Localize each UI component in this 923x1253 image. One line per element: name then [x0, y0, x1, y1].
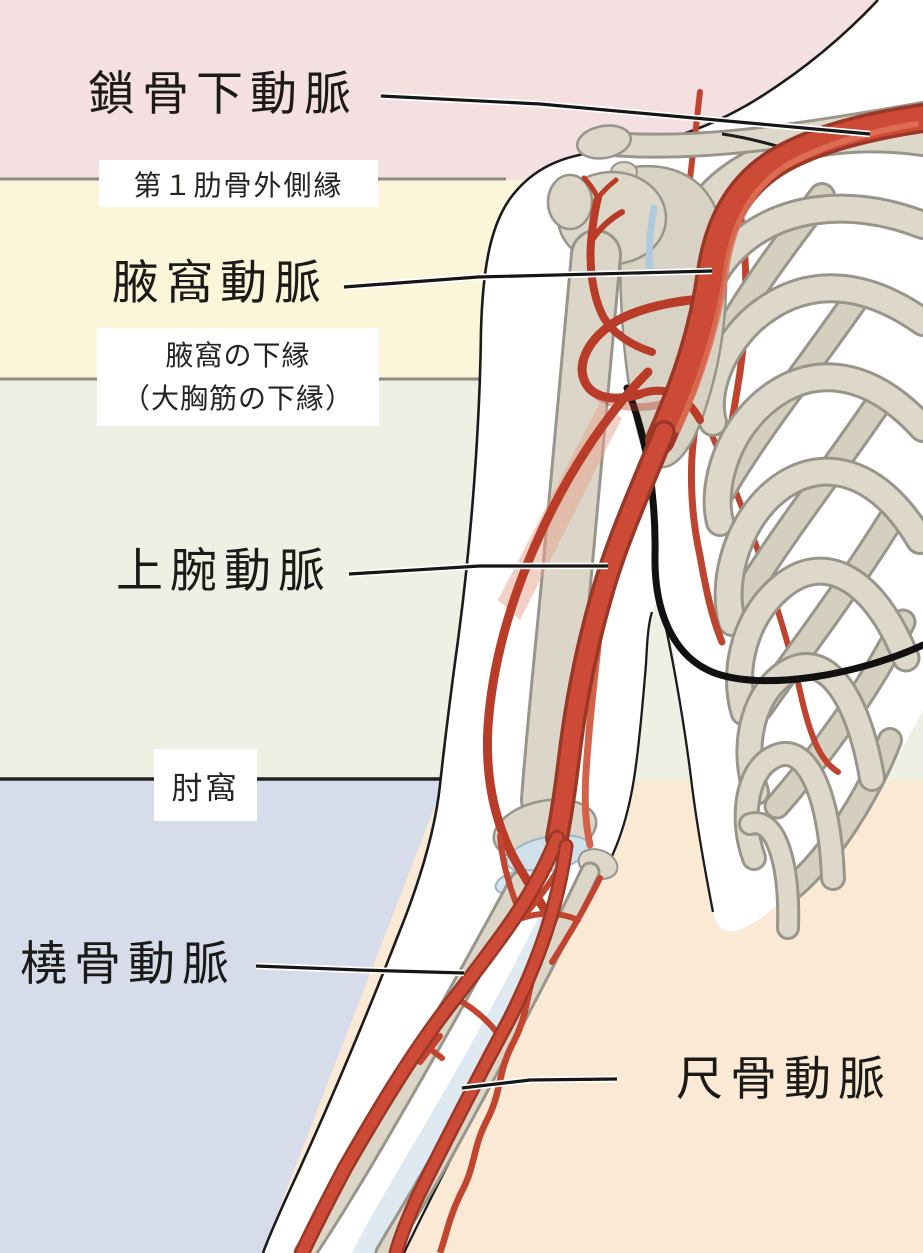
leader-lines — [255, 92, 871, 1092]
shoulder-branch-arteries — [483, 175, 719, 920]
ribs-anterior — [689, 123, 923, 940]
biceps-tendon — [645, 204, 658, 276]
axilla-lower-border-line1: 腋窩の下縁 — [165, 339, 311, 371]
leader-axillary — [343, 269, 713, 289]
leader-subclavian — [380, 94, 871, 136]
brachial-artery-vessel — [548, 423, 673, 847]
label-axillary-artery: 腋窩動脈 — [112, 256, 328, 309]
subscapular-artery-tip — [799, 697, 841, 775]
cubital-fossa-label-text: 肘窩 — [171, 770, 240, 806]
leader-line-strokes — [255, 94, 871, 1090]
band-blue — [0, 780, 445, 1253]
subclavian-axillary-artery — [648, 106, 923, 452]
circumflex-branch — [589, 209, 625, 243]
label-box-first-rib-lateral-border: 第１肋骨外側縁 — [99, 160, 378, 207]
label-brachial-artery: 上腕動脈 — [116, 544, 332, 597]
label-ulnar-artery: 尺骨動脈 — [676, 1052, 892, 1105]
radial-artery-vessel — [296, 832, 563, 1253]
forearm-arteries — [294, 830, 603, 1253]
greater-tubercle — [546, 173, 594, 231]
posterior-circumflex-loop — [577, 293, 719, 403]
profunda-brachii-artery — [483, 367, 653, 920]
anterior-circumflex-artery — [586, 194, 656, 356]
humerus-shaft — [523, 232, 619, 823]
artery-highlight — [675, 121, 919, 433]
leader-ulnar — [461, 1077, 618, 1090]
axilla-lower-border-line2: （大胸筋の下縁） — [121, 383, 354, 414]
ulnar-artery-vessel — [391, 841, 571, 1253]
first-rib-label-text: 第１肋骨外側縁 — [133, 169, 344, 201]
label-box-axilla-lower-border: 腋窩の下縁 （大胸筋の下縁） — [97, 328, 379, 426]
main-artery-trunk — [545, 103, 923, 850]
interosseous-artery — [436, 956, 543, 1253]
label-box-cubital-fossa: 肘窩 — [154, 749, 257, 821]
label-subclavian-artery: 鎖骨下動脈 — [88, 67, 358, 120]
acromion — [576, 124, 632, 160]
body-outline-torso-side — [658, 601, 715, 913]
label-radial-artery: 橈骨動脈 — [20, 937, 236, 990]
ribcage — [689, 123, 923, 940]
leader-brachial — [348, 564, 608, 576]
circumflex-twig-right — [595, 177, 619, 201]
leader-radial — [255, 964, 465, 975]
